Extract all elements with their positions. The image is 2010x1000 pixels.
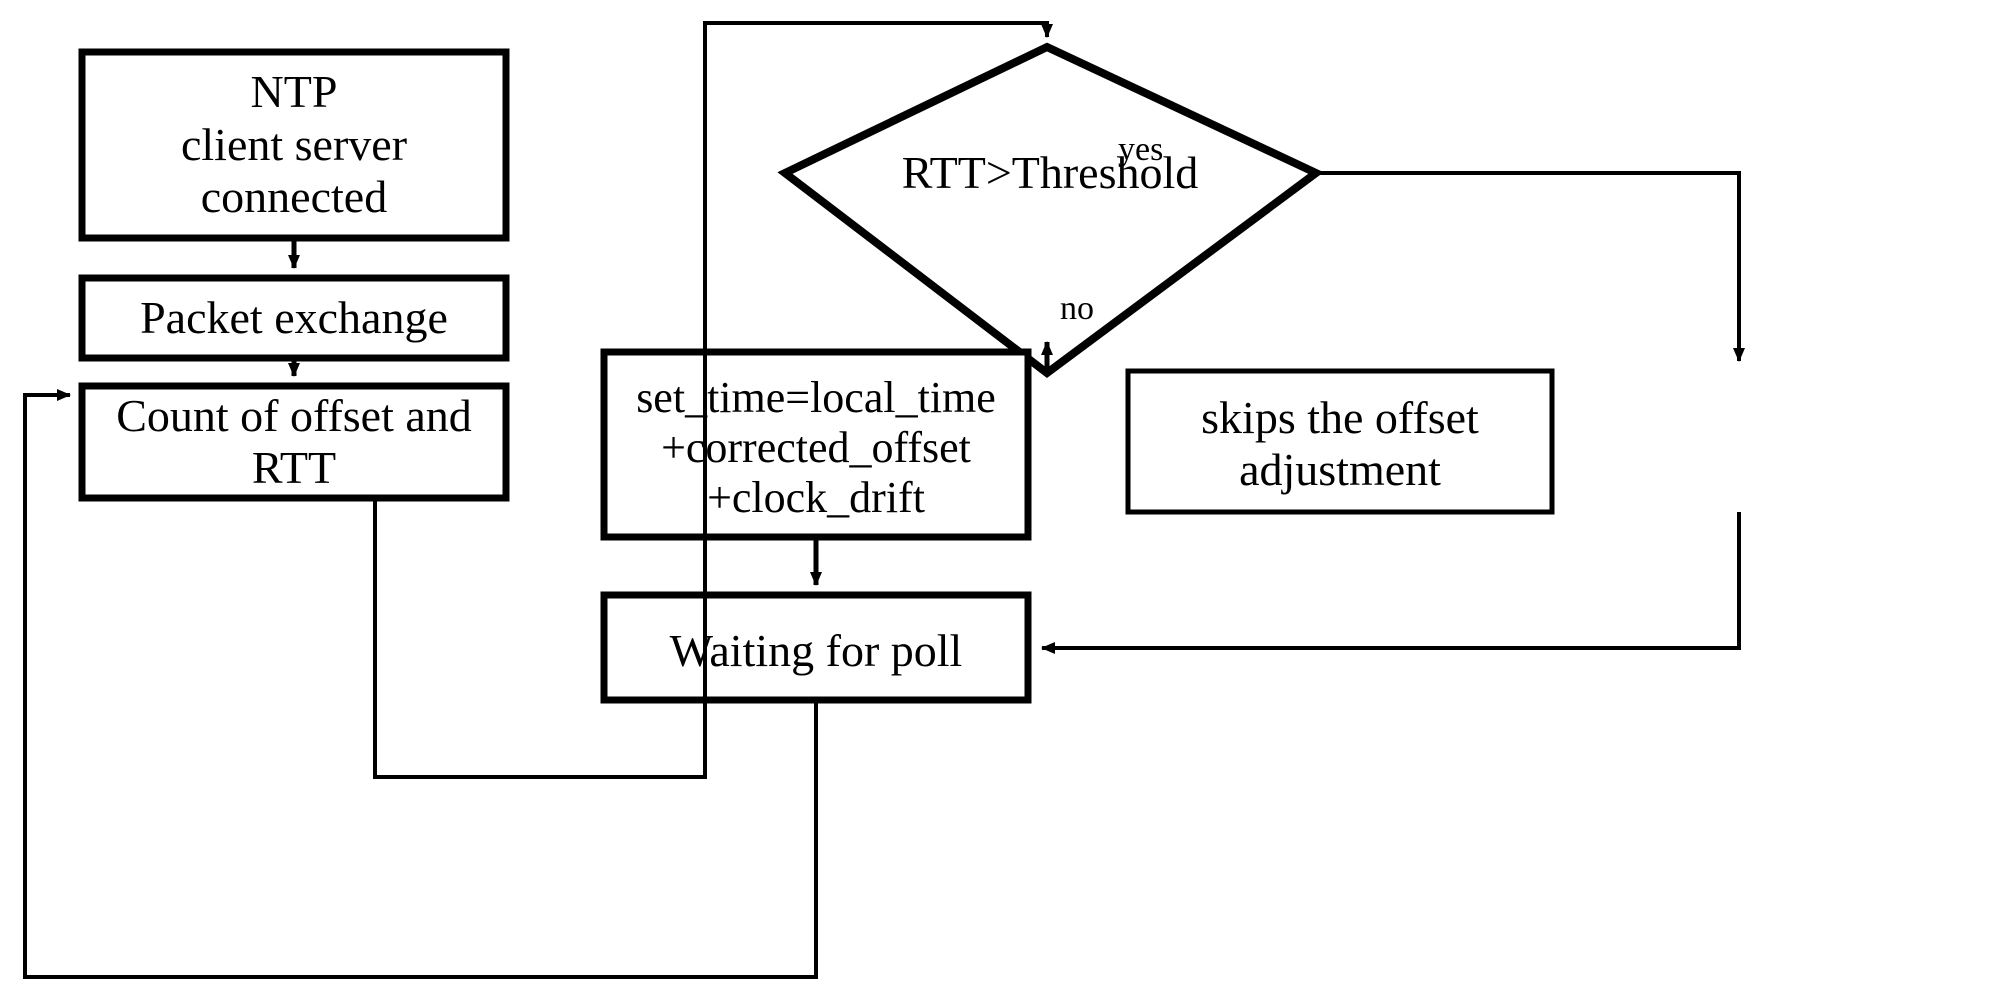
node-set-time <box>600 348 1032 541</box>
edge-waiting-to-packet <box>23 389 818 979</box>
node-ntp-client-server-connected <box>78 48 510 242</box>
node-count-of-offset-and-rtt <box>78 382 510 502</box>
edge-count-to-decision <box>373 21 1053 779</box>
edge-label-no: no <box>1060 290 1094 327</box>
node-packet-exchange <box>78 274 510 362</box>
node-rtt-threshold-decision <box>777 42 1324 379</box>
node-waiting-for-poll <box>600 591 1032 704</box>
edge-label-yes: yes <box>1118 131 1164 168</box>
node-skips-the-offset-adjustment <box>1125 368 1555 515</box>
edge-skips-to-waiting <box>1041 512 1741 654</box>
edge-decision-yes-to-skips <box>1316 171 1745 362</box>
